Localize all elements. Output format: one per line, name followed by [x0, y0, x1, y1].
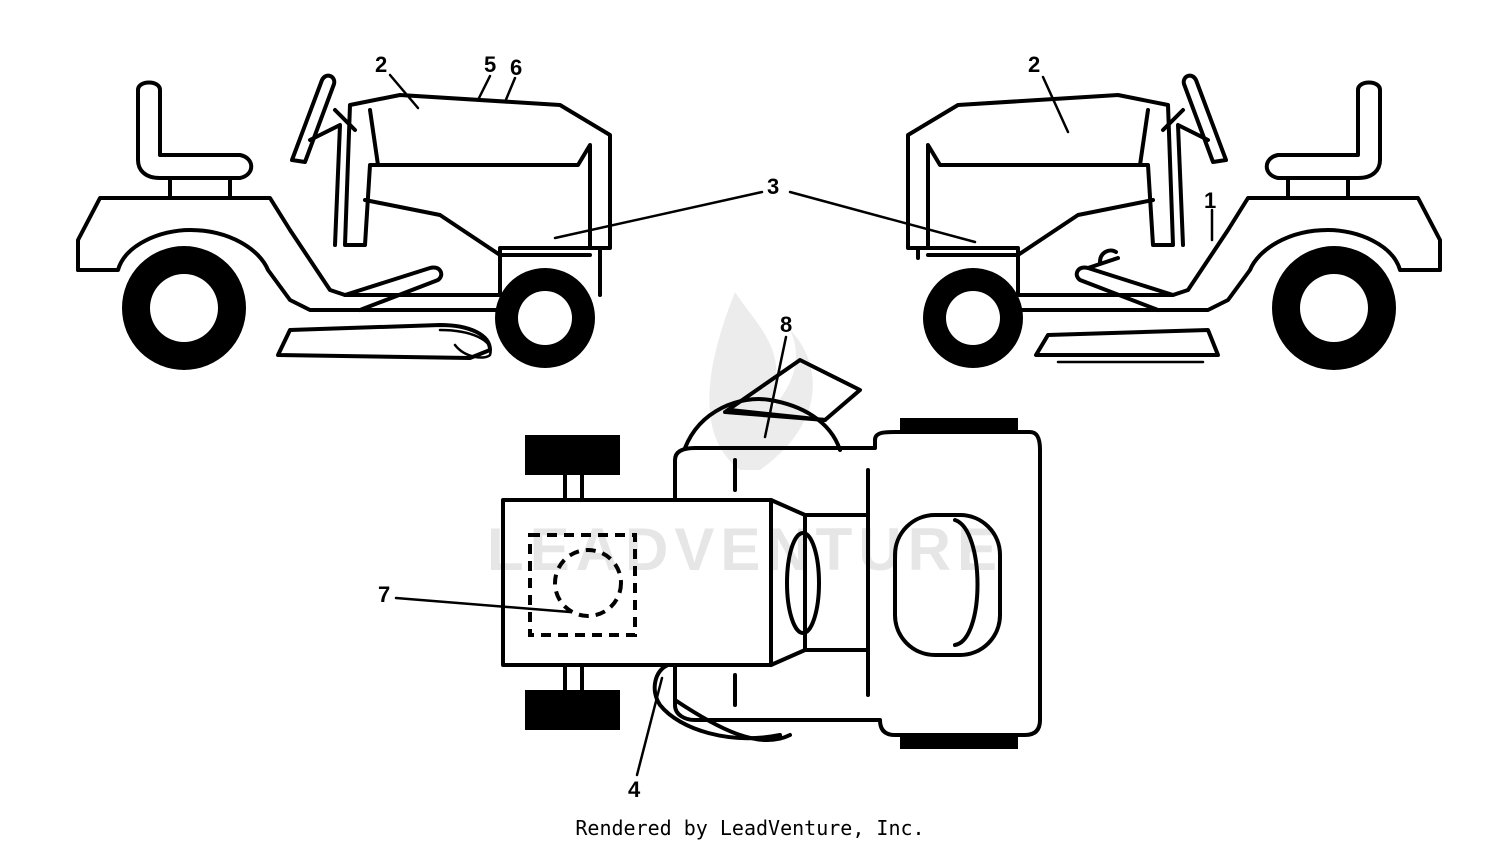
right-tractor-lever [1086, 248, 1120, 270]
callout-1: 1 [1204, 188, 1216, 213]
left-tractor-seat [136, 80, 254, 180]
top-decal-7-outline [528, 533, 637, 637]
top-view-tractor [501, 358, 1042, 749]
top-front-tire-upper [525, 435, 620, 475]
top-rear-tire-upper [900, 418, 1018, 434]
callout-5: 5 [484, 52, 496, 77]
top-front-tire-lower [525, 690, 620, 730]
left-tractor-body [76, 196, 602, 297]
top-hood [501, 498, 773, 667]
top-seat-back [953, 518, 980, 647]
callout-leaders [388, 73, 1214, 777]
leader-3-right [788, 190, 977, 244]
watermark: LEADVENTURE [487, 292, 1003, 583]
leader-8 [763, 335, 788, 439]
top-seat [893, 513, 1002, 657]
left-tractor-front-rim [518, 291, 572, 345]
right-tractor-rear-fender [1016, 228, 1442, 312]
right-tractor-body [916, 196, 1442, 297]
top-mower-deck-lower [673, 663, 792, 743]
top-decal-7-circle [553, 548, 623, 618]
callout-7: 7 [378, 582, 390, 607]
right-tractor-hood-line [926, 198, 1155, 257]
top-frame [673, 430, 1042, 737]
callout-3: 3 [767, 174, 779, 199]
right-side-view-tractor [906, 73, 1442, 370]
leader-6 [503, 76, 517, 104]
left-tractor-rear-rim [150, 274, 218, 342]
right-tractor-front-rim [946, 291, 1000, 345]
left-tractor-seat-base [168, 178, 232, 200]
right-tractor-seat-base [1286, 178, 1350, 200]
left-tractor-deck-chute [438, 328, 492, 359]
left-tractor-pedal [343, 265, 444, 312]
right-tractor-steering-wheel [1181, 73, 1228, 164]
callout-2-left: 2 [375, 52, 387, 77]
leader-2-right [1041, 75, 1070, 134]
top-mower-deck [683, 397, 842, 452]
watermark-text: LEADVENTURE [487, 516, 1003, 583]
left-tractor-steering-wheel [290, 73, 337, 164]
callout-6: 6 [510, 55, 522, 80]
callout-8: 8 [780, 312, 792, 337]
left-tractor-hood [343, 93, 612, 250]
top-chute-line [728, 408, 827, 422]
left-tractor-hood-seam [368, 108, 380, 167]
right-tractor-pedal [1074, 265, 1175, 312]
left-tractor-steering-column [308, 108, 357, 247]
top-steering-oval [785, 531, 821, 635]
left-tractor-mower-deck [276, 323, 492, 360]
leader-2-left [388, 73, 420, 110]
top-front-axle [563, 473, 584, 692]
leader-5 [476, 74, 492, 102]
leader-4 [635, 676, 664, 777]
leader-3-left [553, 190, 764, 240]
leader-7 [394, 596, 572, 614]
right-tractor-hood-seam [1138, 108, 1150, 167]
right-tractor-mower-deck [1034, 328, 1220, 357]
watermark-flame-logo [709, 292, 813, 470]
left-side-view-tractor [76, 73, 612, 370]
credit-text: Rendered by LeadVenture, Inc. [575, 816, 925, 840]
callout-numbers: 2 5 6 3 2 1 8 7 4 [375, 52, 1216, 802]
callout-4: 4 [628, 777, 641, 802]
left-tractor-hood-line [363, 198, 592, 257]
right-tractor-steering-column [1161, 108, 1210, 247]
left-tractor-rear-fender [76, 228, 502, 312]
top-neck [769, 498, 870, 667]
right-tractor-rear-rim [1300, 274, 1368, 342]
right-tractor-hood [906, 93, 1175, 250]
callout-2-right: 2 [1028, 52, 1040, 77]
top-belt [652, 663, 782, 741]
top-rear-tire-lower [900, 735, 1018, 749]
right-tractor-seat [1264, 80, 1382, 180]
